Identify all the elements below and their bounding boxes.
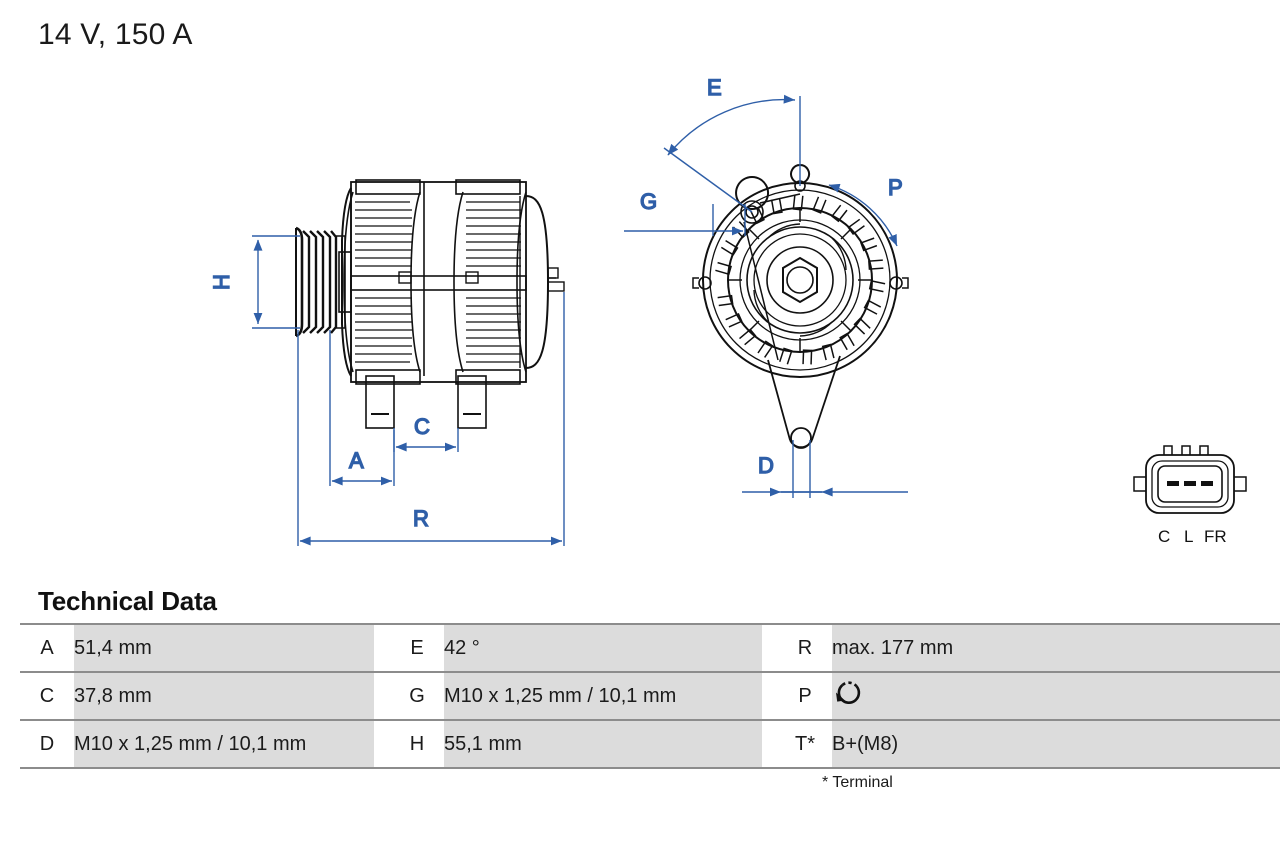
row-value-a: 51,4 mm (74, 623, 374, 672)
pulley (295, 226, 352, 338)
cell-spacer (762, 623, 778, 672)
table-row: A 51,4 mm E 42 ° R max. 177 mm (20, 623, 1280, 672)
row-label-a: A (20, 623, 74, 672)
technical-drawings: H C A R (208, 74, 1247, 546)
dim-label-G: G (640, 189, 657, 214)
row-label-t: T* (778, 719, 832, 769)
row-value-g: M10 x 1,25 mm / 10,1 mm (444, 671, 762, 720)
cell-spacer (374, 623, 390, 672)
row-label-e: E (390, 623, 444, 672)
side-view-dimensions: H C A R (208, 235, 565, 546)
cell-spacer (762, 671, 778, 720)
row-value-d: M10 x 1,25 mm / 10,1 mm (74, 719, 374, 769)
pin-slot (1184, 481, 1196, 486)
cell-spacer (374, 671, 390, 720)
dim-label-E: E (707, 75, 722, 100)
row-value-r: max. 177 mm (832, 623, 1280, 672)
connector-pin-label-c: C (1158, 527, 1170, 546)
dim-label-H: H (209, 274, 234, 290)
row-value-p (832, 671, 1280, 720)
dim-label-D: D (758, 453, 774, 478)
cell-spacer (762, 719, 778, 769)
row-value-c: 37,8 mm (74, 671, 374, 720)
housing (341, 179, 565, 429)
dim-label-C: C (414, 414, 430, 439)
row-value-e: 42 ° (444, 623, 762, 672)
technical-data-heading: Technical Data (38, 586, 217, 616)
pin-slot (1167, 481, 1179, 486)
page-title: 14 V, 150 A (38, 18, 193, 51)
cell-spacer (374, 719, 390, 769)
rotation-direction-icon (832, 678, 866, 714)
table-row: D M10 x 1,25 mm / 10,1 mm H 55,1 mm T* B… (20, 719, 1280, 769)
technical-data-section: Technical Data A 51,4 mm E 42 ° R max. 1… (0, 586, 1280, 792)
connector-pin-label-fr: FR (1204, 527, 1227, 546)
connector-pin-label-l: L (1184, 527, 1193, 546)
row-value-t: B+(M8) (832, 719, 1280, 769)
row-value-h: 55,1 mm (444, 719, 762, 769)
row-label-h: H (390, 719, 444, 769)
pin-slot (1201, 481, 1213, 486)
dim-label-P: P (888, 175, 903, 200)
row-label-p: P (778, 671, 832, 720)
row-label-g: G (390, 671, 444, 720)
row-label-d: D (20, 719, 74, 769)
row-label-c: C (20, 671, 74, 720)
table-footnote: * Terminal (822, 774, 893, 791)
alternator-front-view (692, 164, 909, 449)
dim-label-A: A (349, 448, 364, 473)
plug-connector (1133, 445, 1247, 514)
table-row: C 37,8 mm G M10 x 1,25 mm / 10,1 mm P (20, 671, 1280, 720)
alternator-side-view (295, 179, 565, 429)
dim-label-R: R (413, 506, 429, 531)
front-view-dimensions: E G P D (624, 74, 908, 498)
row-label-r: R (778, 623, 832, 672)
technical-data-table: A 51,4 mm E 42 ° R max. 177 mm C 37,8 mm… (20, 623, 1280, 769)
